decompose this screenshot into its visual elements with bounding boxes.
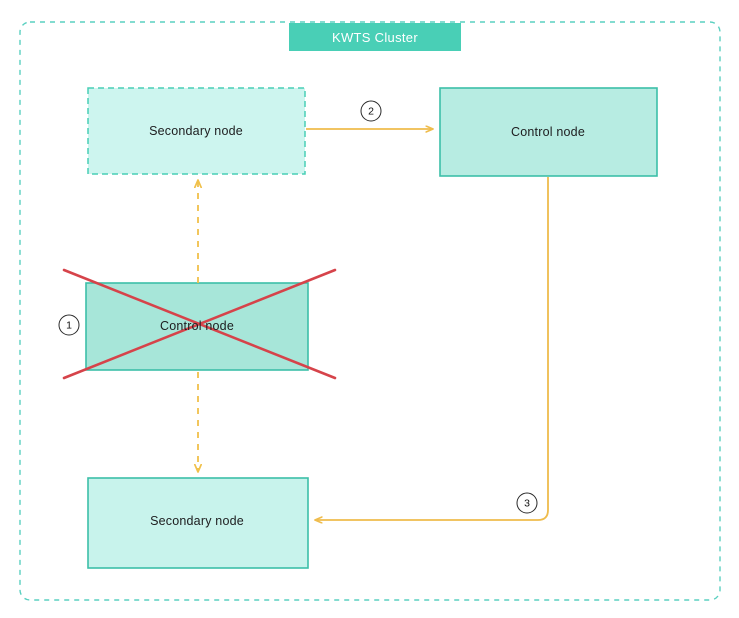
step-marker-3: 3 [516,492,538,514]
node-secondary-bottom[interactable] [87,477,309,569]
cluster-title: KWTS Cluster [289,23,461,51]
failure-cross-line-b [62,268,337,380]
step-marker-2: 2 [360,100,382,122]
cluster-boundary [19,21,721,601]
connector-control-to-secondary [315,177,549,520]
node-secondary-top[interactable] [87,87,306,175]
step-marker-1: 1 [58,314,80,336]
node-control-active[interactable] [439,87,658,177]
